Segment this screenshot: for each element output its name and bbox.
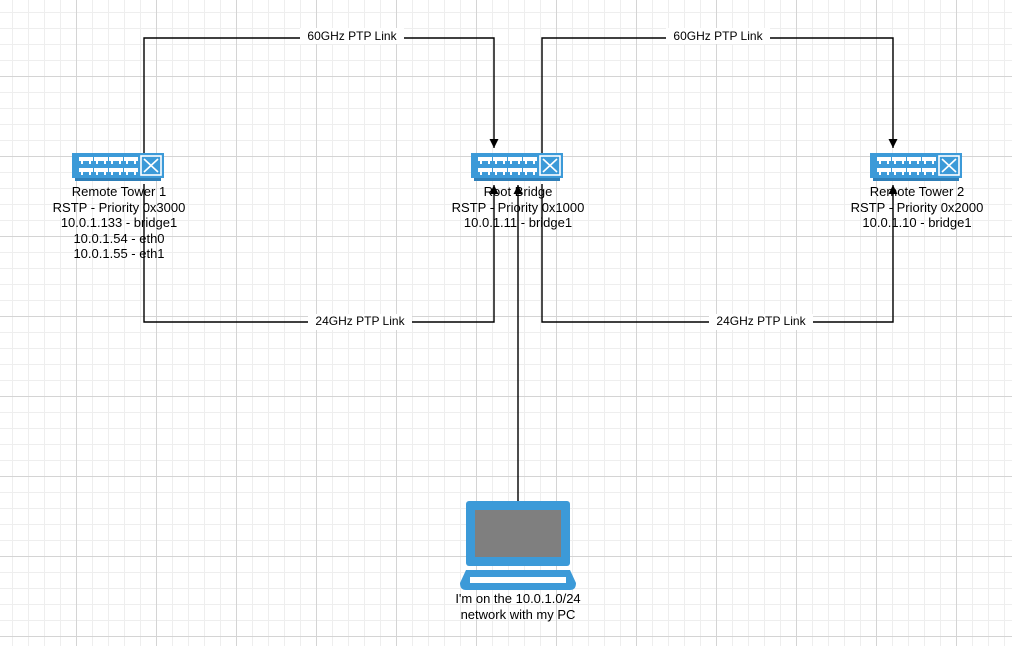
node-title: Root Bridge: [483, 184, 553, 199]
link-label-tower1-24ghz: 24GHz PTP Link: [308, 314, 412, 330]
node-title: Remote Tower 2: [869, 184, 965, 199]
node-title: Remote Tower 1: [71, 184, 167, 199]
network-switch-icon[interactable]: [470, 152, 564, 182]
svg-text:60GHz PTP Link: 60GHz PTP Link: [307, 29, 397, 43]
node-ip: 10.0.1.11 - bridge1: [463, 215, 573, 230]
node-priority: RSTP - Priority 0x1000: [451, 199, 585, 215]
pc-label-line: I'm on the 10.0.1.0/24: [455, 591, 581, 606]
node-priority: RSTP - Priority 0x2000: [850, 199, 984, 215]
root-bridge-label: Root Bridge RSTP - Priority 0x1000 10.0.…: [428, 184, 608, 231]
svg-text:60GHz PTP Link: 60GHz PTP Link: [673, 29, 763, 43]
svg-text:24GHz PTP Link: 24GHz PTP Link: [315, 314, 405, 328]
pc-label-line: network with my PC: [460, 606, 576, 622]
link-label-tower1-60ghz: 60GHz PTP Link: [300, 28, 404, 44]
node-priority: RSTP - Priority 0x3000: [52, 199, 186, 215]
remote-tower-1-label: Remote Tower 1 RSTP - Priority 0x3000 10…: [29, 184, 209, 262]
network-switch-icon[interactable]: [71, 152, 165, 182]
link-tower2-60ghz: [541, 37, 898, 154]
node-ip: 10.0.1.10 - bridge1: [862, 215, 972, 230]
link-label-tower2-60ghz: 60GHz PTP Link: [666, 28, 770, 44]
laptop-icon[interactable]: [460, 501, 576, 590]
remote-tower-2-label: Remote Tower 2 RSTP - Priority 0x2000 10…: [827, 184, 1007, 231]
node-ip: 10.0.1.133 - bridge1: [60, 215, 178, 230]
link-tower1-60ghz: [143, 37, 499, 154]
node-ip: 10.0.1.55 - eth1: [73, 246, 165, 261]
svg-text:24GHz PTP Link: 24GHz PTP Link: [716, 314, 806, 328]
pc-label: I'm on the 10.0.1.0/24 network with my P…: [428, 591, 608, 622]
network-switch-icon[interactable]: [869, 152, 963, 182]
link-label-tower2-24ghz: 24GHz PTP Link: [709, 314, 813, 330]
node-ip: 10.0.1.54 - eth0: [73, 230, 165, 246]
